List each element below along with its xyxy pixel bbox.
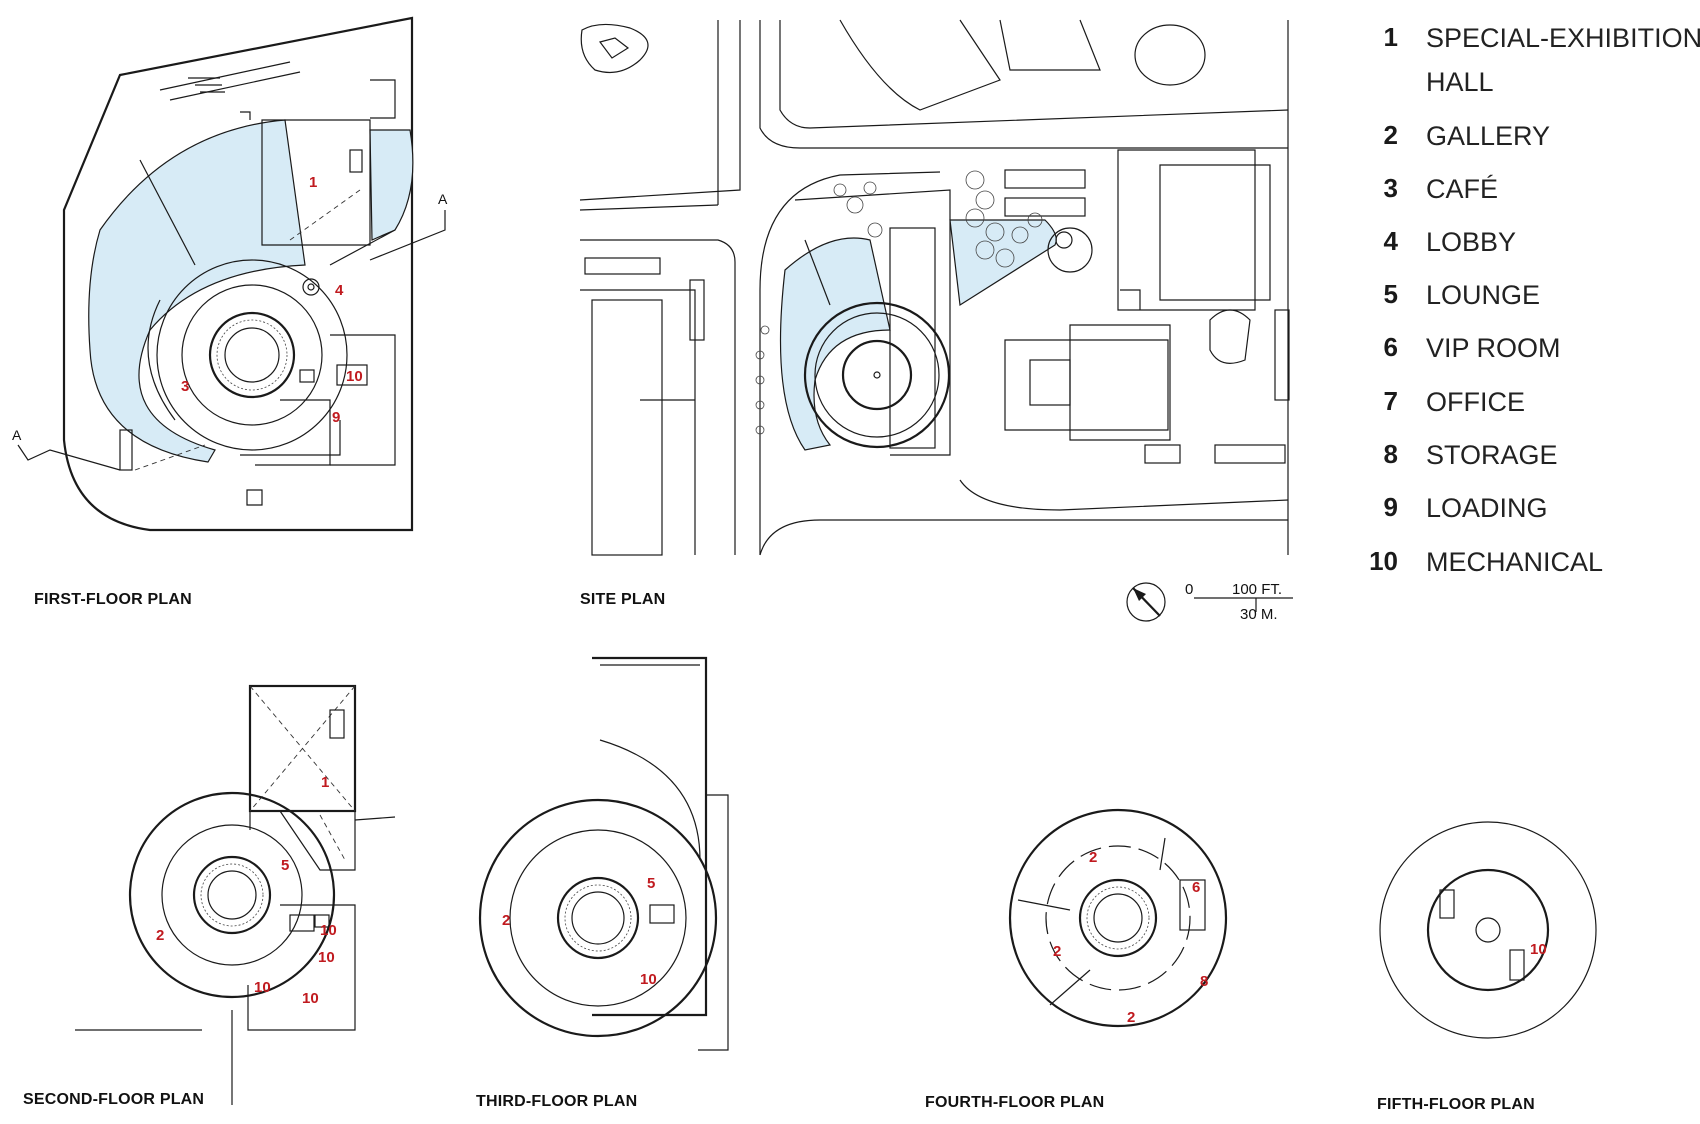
north-arrow-icon [1126,582,1166,622]
section-marker-top: A [438,191,448,207]
caption-site: SITE PLAN [580,591,665,608]
north-arrow-and-scale: 0 100 FT. 30 M. [1126,581,1293,623]
second-floor-plan: 1 5 2 10 10 10 10 [75,684,396,1105]
second-room-label-2: 2 [156,927,164,944]
legend-label-line2: HALL [1426,67,1494,97]
legend-label: LOUNGE [1426,280,1541,310]
third-room-label-5: 5 [647,875,655,892]
legend-number: 6 [1383,332,1398,362]
fifth-floor-plan: 10 [1379,821,1597,1039]
first-room-label-9: 9 [332,409,340,426]
caption-fourth-floor: FOURTH-FLOOR PLAN [925,1094,1104,1111]
legend-number: 4 [1383,226,1398,256]
legend-label: GALLERY [1426,121,1551,151]
legend-label: STORAGE [1426,440,1558,470]
fourth-room-label-2c: 2 [1127,1009,1135,1026]
legend-label: SPECIAL-EXHIBITION [1426,23,1700,53]
scale-feet: 100 FT. [1232,581,1282,598]
legend-number: 5 [1383,279,1398,309]
section-marker-left: A [12,427,22,443]
legend-number: 10 [1369,546,1398,576]
second-room-label-10c: 10 [254,979,271,996]
legend-label: CAFÉ [1426,174,1499,204]
legend-number: 9 [1383,492,1398,522]
first-floor-plan: A A 1 4 3 10 9 [12,16,448,532]
scale-zero: 0 [1185,581,1193,598]
site-plan [579,19,1290,556]
second-room-label-10b: 10 [318,949,335,966]
first-room-label-10: 10 [346,368,363,385]
caption-second-floor: SECOND-FLOOR PLAN [23,1091,204,1108]
third-room-label-2: 2 [502,912,510,929]
second-room-label-10a: 10 [320,922,337,939]
first-room-label-3: 3 [181,378,189,395]
fourth-room-label-2b: 2 [1053,943,1061,960]
scale-meters: 30 M. [1240,606,1278,623]
caption-fifth-floor: FIFTH-FLOOR PLAN [1377,1096,1535,1113]
first-room-label-4: 4 [335,282,344,299]
fifth-room-label-10: 10 [1530,941,1547,958]
fourth-room-label-2a: 2 [1089,849,1097,866]
legend-number: 3 [1383,173,1398,203]
legend-number: 8 [1383,439,1398,469]
legend-number: 2 [1383,120,1398,150]
legend-number: 7 [1383,386,1398,416]
legend-label: VIP ROOM [1426,333,1561,363]
legend-number: 1 [1383,22,1398,52]
third-room-label-10: 10 [640,971,657,988]
legend-label: MECHANICAL [1426,547,1604,577]
fourth-room-label-8: 8 [1200,973,1208,990]
fourth-room-label-6: 6 [1192,879,1200,896]
first-room-label-1: 1 [309,174,317,191]
second-room-label-5: 5 [281,857,289,874]
legend-label: LOBBY [1426,227,1517,257]
fourth-floor-plan: 2 6 2 8 2 [1008,808,1228,1028]
second-room-label-10d: 10 [302,990,319,1007]
legend-label: OFFICE [1426,387,1525,417]
third-floor-plan: 5 2 10 [478,656,729,1051]
legend-label: LOADING [1426,493,1548,523]
caption-third-floor: THIRD-FLOOR PLAN [476,1093,637,1110]
second-room-label-1: 1 [321,774,329,791]
caption-first-floor: FIRST-FLOOR PLAN [34,591,192,608]
